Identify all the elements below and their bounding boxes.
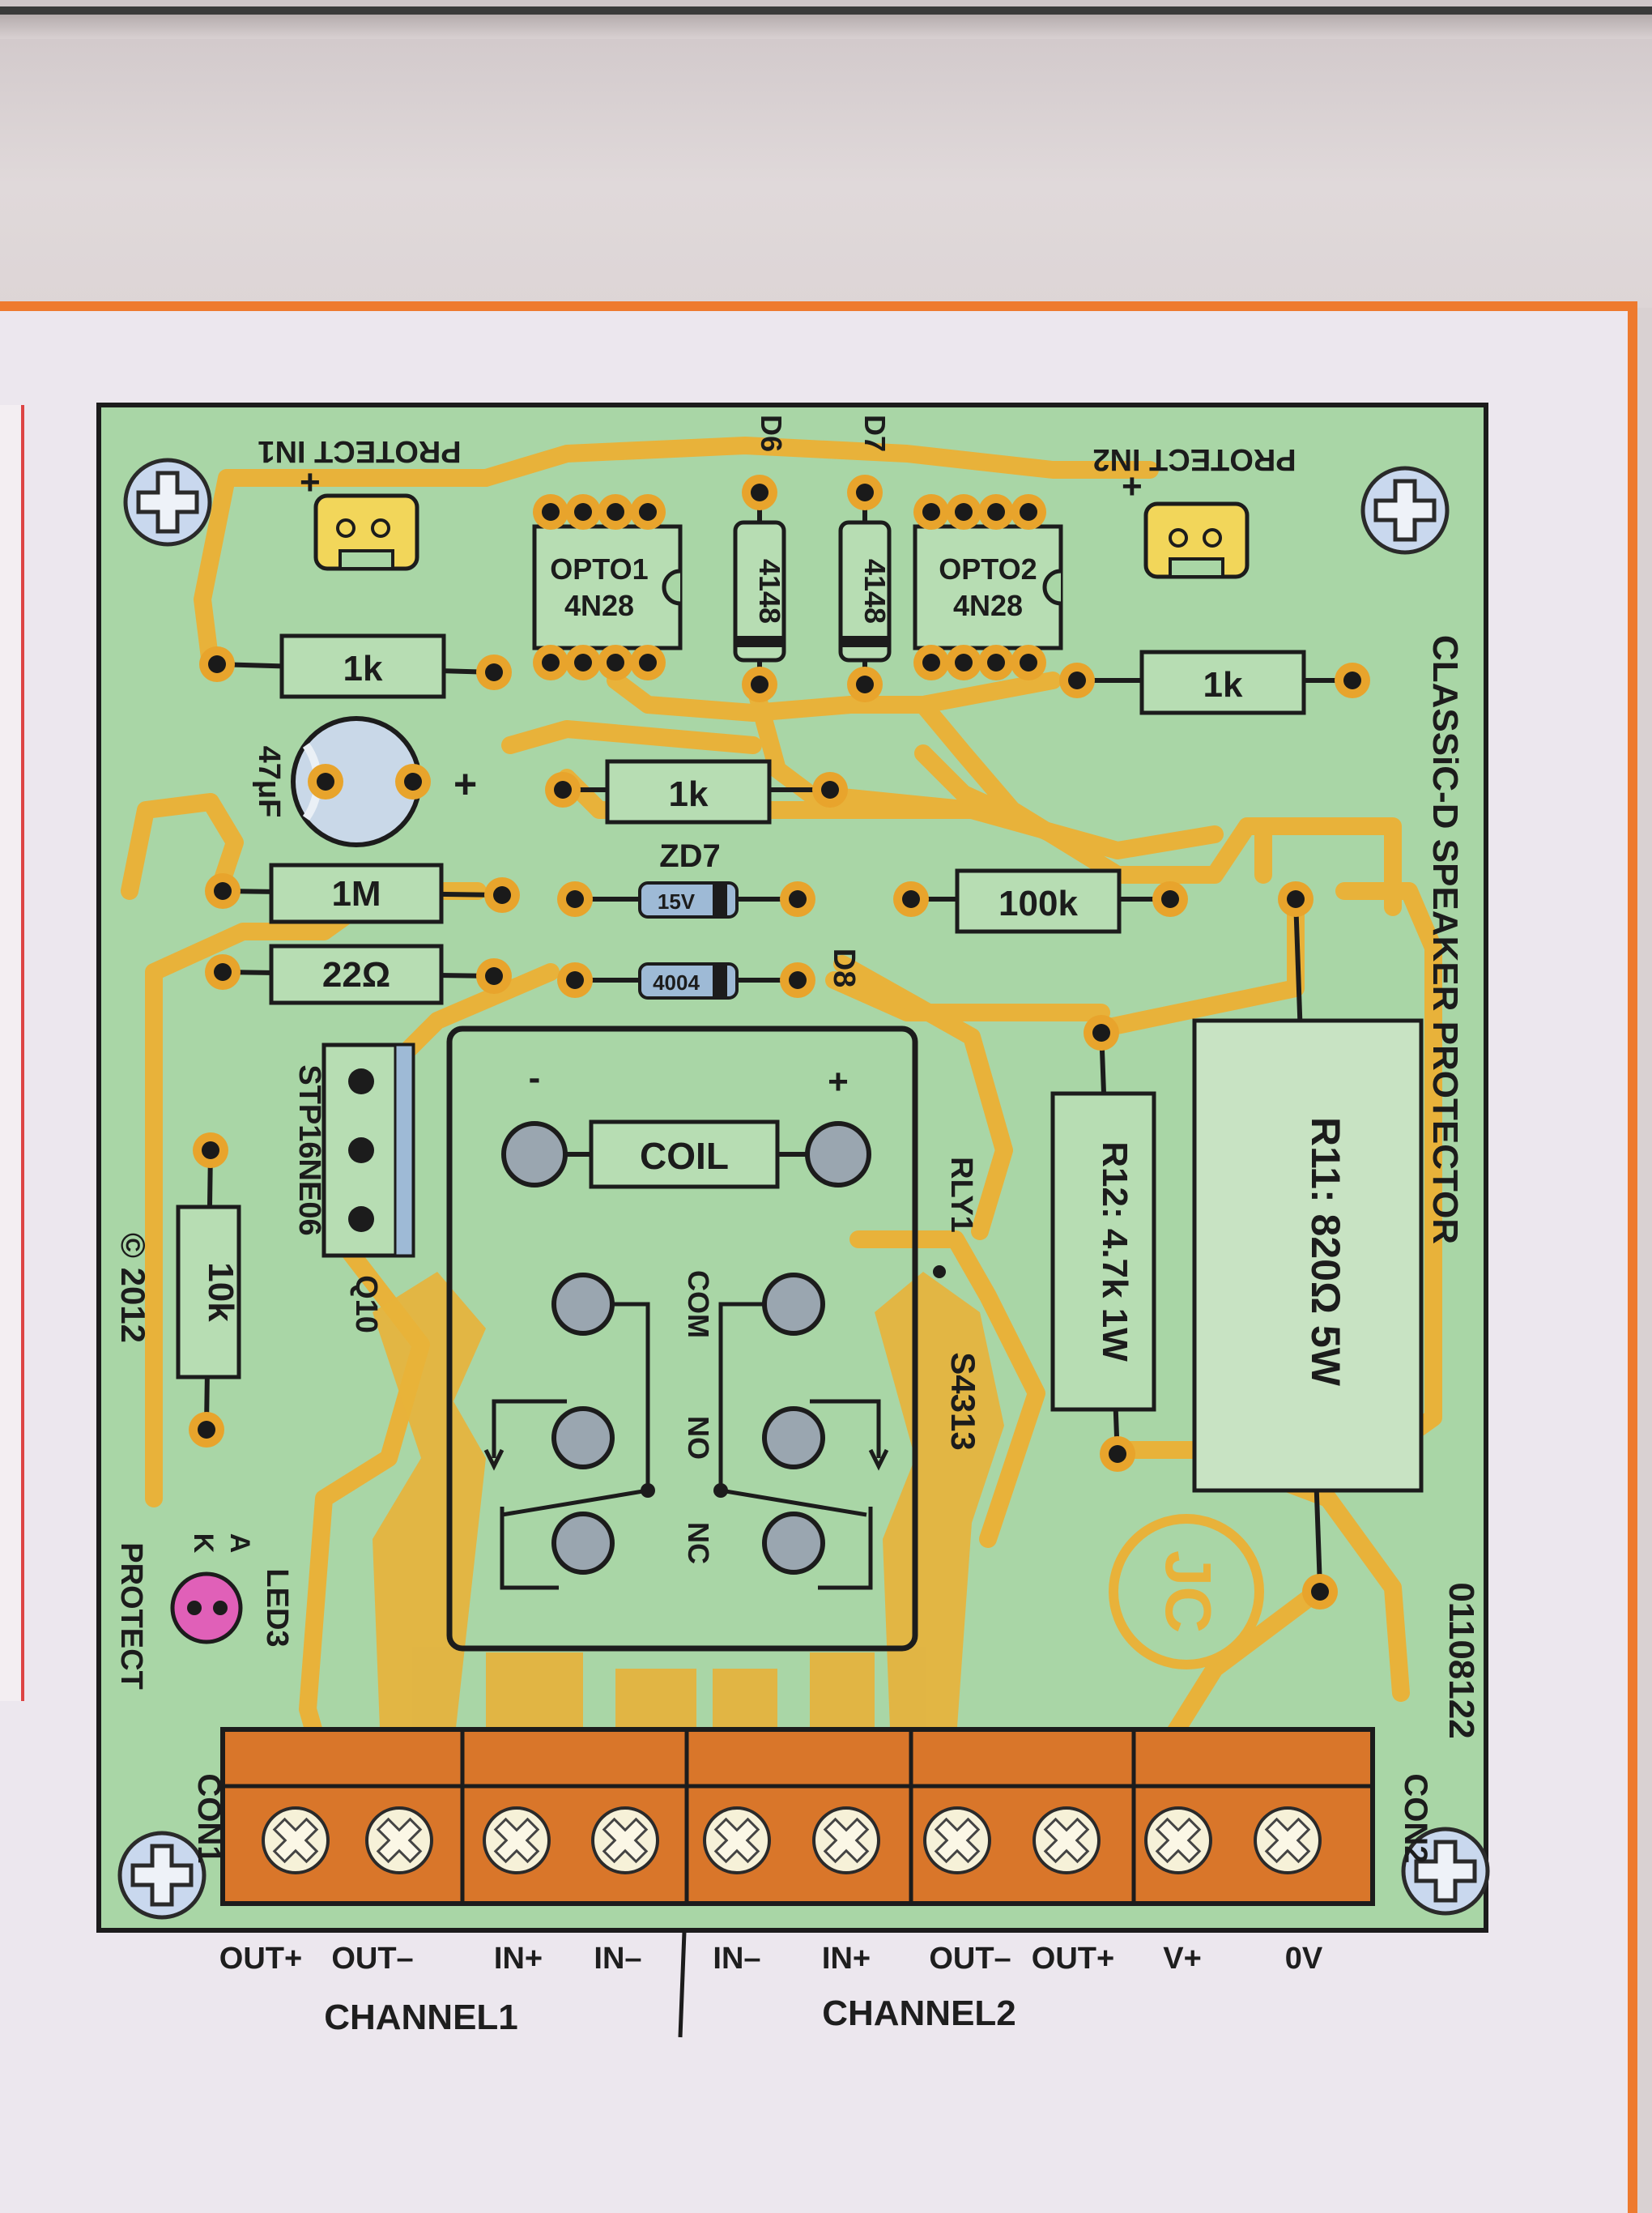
d6-label: D6	[755, 415, 788, 452]
terminal-label: IN–	[713, 1942, 760, 1976]
coil-plus: +	[828, 1062, 849, 1102]
q10-type: STP16NE06	[292, 1064, 326, 1235]
jc-logo: JC	[1109, 1514, 1264, 1669]
relay-label: RLY1	[944, 1157, 978, 1233]
copper-pours	[373, 1272, 1004, 1750]
relay-rly1: COIL - + COM NO NC RLY1 S4313	[446, 1025, 982, 1652]
diode-d8: 4004 D8	[557, 949, 861, 1000]
terminal-label: OUT–	[929, 1942, 1011, 1976]
relay-dot	[933, 1265, 946, 1278]
cap-plus: +	[453, 761, 477, 807]
resistor-1m: 1M	[205, 863, 520, 924]
board-code: 01108122	[1441, 1582, 1481, 1738]
resistor-1k-right: 1k	[1059, 650, 1370, 715]
channel2-label: CHANNEL2	[822, 1993, 1016, 2033]
terminal-label: V+	[1163, 1942, 1202, 1976]
mounting-screw-icon	[1363, 468, 1447, 552]
terminal-label: IN+	[494, 1942, 543, 1976]
copyright-text: © 2012	[114, 1233, 152, 1343]
d7-label: D7	[858, 415, 892, 452]
resistor-100k: 100k	[893, 868, 1188, 934]
board-title: CLASSiC-D SPEAKER PROTECTOR	[1425, 635, 1465, 1244]
protect-in2-header: + PROTECT IN2	[1092, 442, 1296, 579]
relay-no: NO	[682, 1416, 715, 1460]
resistor-22-ohm: 22Ω	[205, 944, 512, 1005]
resistor-1k-left: 1k	[199, 633, 512, 699]
q10-label: Q10	[349, 1275, 383, 1333]
protect-in1-plus: +	[300, 463, 321, 502]
terminal-label: OUT+	[219, 1942, 302, 1976]
led-anode: A	[224, 1533, 255, 1554]
relay-type: S4313	[944, 1352, 982, 1450]
terminal-block	[220, 1727, 1375, 1906]
zd7-label: ZD7	[659, 838, 721, 874]
opto2-label: OPTO2	[939, 552, 1037, 586]
d6-value: 4148	[753, 559, 786, 624]
copper-traces	[121, 437, 1442, 1775]
coil-label: COIL	[640, 1135, 729, 1177]
led-protect: PROTECT	[114, 1542, 148, 1690]
led3: LED3 A K PROTECT	[114, 1533, 294, 1690]
r-1k-right-value: 1k	[1203, 665, 1243, 705]
relay-nc: NC	[682, 1522, 715, 1564]
resistor-10k: 10k	[176, 1132, 241, 1448]
protect-in2-plus: +	[1122, 467, 1143, 506]
paper-edge	[0, 6, 1652, 15]
opto2-chip: OPTO2 4N28	[913, 494, 1063, 680]
r-22-value: 22Ω	[322, 955, 390, 995]
r12-label: R12: 4.7k 1W	[1095, 1141, 1135, 1362]
mounting-screw-icon	[126, 460, 210, 544]
diode-d7: 4148 D7	[838, 415, 892, 702]
adjacent-page-strip	[0, 405, 24, 1701]
cap-value: 47μF	[252, 746, 286, 818]
channel-divider	[678, 1931, 687, 2038]
relay-com: COM	[682, 1270, 715, 1338]
terminal-label: 0V	[1285, 1942, 1323, 1976]
resistor-r12: R12: 4.7k 1W	[1050, 1015, 1156, 1472]
coil-minus: -	[529, 1058, 541, 1098]
transistor-q10: STP16NE06 Q10	[292, 1043, 415, 1333]
opto1-type: 4N28	[564, 589, 634, 622]
r-1k-center-value: 1k	[669, 774, 709, 814]
capacitor-47uf: + 47μF	[252, 716, 477, 847]
terminal-label: IN–	[594, 1942, 641, 1976]
diode-d6: 4148 D6	[733, 415, 788, 702]
terminal-label: IN+	[822, 1942, 871, 1976]
zd7-value: 15V	[658, 889, 696, 914]
r-1k-left-value: 1k	[343, 649, 383, 689]
terminal-labels: OUT+ OUT– IN+ IN– IN– IN+ OUT– OUT+ V+ 0…	[219, 1931, 1323, 2038]
r11-label: R11: 820Ω 5W	[1303, 1117, 1348, 1387]
d7-value: 4148	[858, 559, 892, 624]
opto1-chip: OPTO1 4N28	[532, 494, 683, 680]
opto1-label: OPTO1	[550, 552, 648, 586]
resistor-1k-center: 1k	[545, 759, 848, 825]
led-cathode: K	[188, 1533, 219, 1554]
svg-text:JC: JC	[1152, 1550, 1224, 1633]
r-10k-value: 10k	[201, 1262, 241, 1322]
con1-label: CON1	[191, 1773, 227, 1863]
paper-background	[0, 0, 1652, 308]
opto2-type: 4N28	[953, 589, 1023, 622]
r-100k-value: 100k	[998, 884, 1078, 923]
terminal-label: OUT–	[331, 1942, 413, 1976]
d8-value: 4004	[653, 970, 700, 995]
protect-in1-header: + PROTECT IN1	[258, 434, 462, 571]
channel1-label: CHANNEL1	[324, 1998, 518, 2037]
d8-label: D8	[827, 949, 861, 988]
resistor-r11: R11: 820Ω 5W	[1192, 881, 1424, 1610]
r-1m-value: 1M	[331, 874, 381, 914]
protect-in2-label: PROTECT IN2	[1092, 442, 1296, 476]
led3-label: LED3	[260, 1568, 294, 1647]
paper-shadow	[0, 15, 1652, 39]
con2-label: CON2	[1398, 1773, 1433, 1863]
zener-zd7: 15V ZD7	[557, 838, 815, 919]
terminal-label: OUT+	[1032, 1942, 1114, 1976]
protect-in1-label: PROTECT IN1	[258, 434, 461, 468]
